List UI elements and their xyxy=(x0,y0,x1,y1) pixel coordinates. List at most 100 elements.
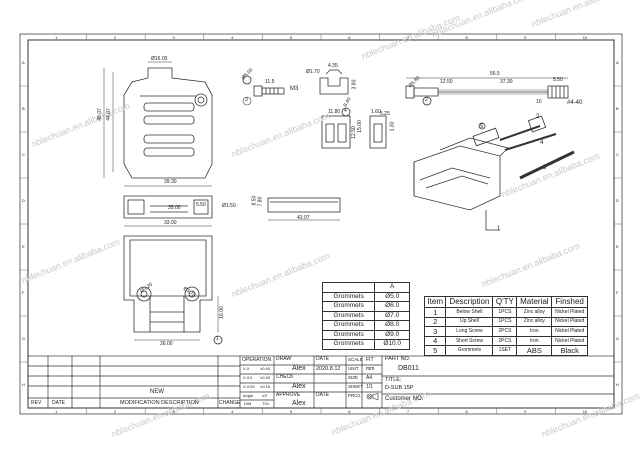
front-view xyxy=(123,235,223,345)
tb-sheet: SHEET xyxy=(348,384,364,389)
grommet-name: Grommets xyxy=(321,310,376,321)
dim-top-w: 39.30 xyxy=(164,179,177,185)
iso-callout: 3 xyxy=(543,165,547,171)
zone-row-label: H xyxy=(616,382,619,387)
grommet-size: Ø7.0 xyxy=(374,310,410,321)
tb-date-value: 2020.8.12 xyxy=(316,366,341,372)
zone-col-label: 9 xyxy=(524,35,527,40)
zone-row-label: A xyxy=(22,60,25,65)
callout-1: 1 xyxy=(216,336,219,342)
bom-mat: Iron xyxy=(516,335,553,347)
dim-top-h1: 48.07 xyxy=(96,108,103,121)
dim-screw2-c: 37.30 xyxy=(500,79,513,85)
zone-col-label: 7 xyxy=(406,35,410,40)
zone-col-label: 3 xyxy=(172,35,175,40)
tb-size: SIZE xyxy=(348,375,359,380)
dim-front-d: 26.00 xyxy=(160,341,173,347)
bom-fin: Black xyxy=(551,345,588,356)
zone-col-label: 9 xyxy=(524,409,527,414)
dim-side-g: 7.80 xyxy=(257,196,264,207)
bom-mat: Zinc alloy xyxy=(516,316,553,328)
zone-col-label: 2 xyxy=(113,35,117,40)
iso-callout: 5 xyxy=(480,124,484,130)
zone-row-label: B xyxy=(22,106,25,111)
grommet-name: Grommets xyxy=(321,320,376,331)
grommet-size: Ø9.0 xyxy=(374,329,410,340)
bom-item: 2 xyxy=(423,316,447,328)
tb-mod: MODIFICATION DESCRIPTION xyxy=(120,400,199,406)
zone-col-label: 3 xyxy=(172,409,175,414)
table-row: 3 Long Screw 2PCS Iron Nickel Plated xyxy=(423,326,588,337)
zone-row-label: D xyxy=(22,198,25,203)
zone-row-label: F xyxy=(22,290,25,295)
tb-unit: UNIT xyxy=(348,366,359,371)
zone-col-label: 4 xyxy=(231,409,234,414)
bom-item: 4 xyxy=(423,335,447,347)
zone-col-label: 8 xyxy=(465,35,468,40)
bom-mat: ABS xyxy=(516,345,553,356)
side-view xyxy=(123,195,341,227)
bom-header-item: Item xyxy=(423,296,447,308)
tb-check-name: Alex xyxy=(292,383,306,390)
bom-desc: Grommets xyxy=(445,345,494,356)
isometric-assembly xyxy=(413,115,575,231)
bom-header-material: Material xyxy=(516,296,553,308)
tb-x2t: ±0.30 xyxy=(260,375,270,380)
zone-row-label: D xyxy=(616,198,619,203)
bom-qty: 1SET xyxy=(492,345,518,356)
dim-screw2-d: 5.50 xyxy=(553,77,563,83)
tb-scale-val: FIT xyxy=(366,357,374,363)
zone-col-label: 5 xyxy=(289,35,292,40)
table-row: 1 Below Shell 1PCS Zinc alloy Nickel Pla… xyxy=(423,307,588,318)
tb-customer: Customer NO. xyxy=(385,396,424,402)
dim-blk1-c: 15.00 xyxy=(356,120,363,133)
tb-part-no-label: PART NO. xyxy=(385,356,411,362)
zone-row-label: E xyxy=(616,244,619,249)
zone-row-label: G xyxy=(616,336,620,341)
tb-size-val: A4 xyxy=(366,375,373,381)
dim-side-b: 33.00 xyxy=(164,220,177,226)
bom-header-description: Description xyxy=(445,296,494,308)
bom-fin: Nickel Plated xyxy=(551,326,588,337)
dim-up-dia: Ø1.70 xyxy=(306,69,320,75)
tb-approve-name: Alex xyxy=(292,400,306,407)
zone-col-label: 1 xyxy=(55,35,58,40)
grommet-size: Ø10.0 xyxy=(374,339,410,350)
grommet-header-blank xyxy=(321,282,376,293)
bom-item: 3 xyxy=(423,326,447,337)
bom-qty: 1PCS xyxy=(492,307,518,318)
dim-top-dia: Ø16.00 xyxy=(151,56,168,62)
iso-callout: 4 xyxy=(540,140,544,146)
dim-blk2-a: 1.60 xyxy=(371,109,381,115)
grommet-name: Grommets xyxy=(321,301,376,312)
dim-top-h2: 44.07 xyxy=(105,108,112,121)
bom-item: 1 xyxy=(423,307,447,318)
grommet-size: Ø5.0 xyxy=(374,291,410,302)
bom-qty: 1PCS xyxy=(492,316,518,328)
bom-desc: Long Screw xyxy=(445,326,494,337)
zone-row-label: C xyxy=(22,152,25,157)
bom-header-finished: Finshed xyxy=(551,296,588,308)
tb-title-label: TITLE: xyxy=(385,377,402,383)
dim-screw3-len: 11.5 xyxy=(265,79,275,85)
callout-2: 2 xyxy=(425,97,428,103)
bom-mat: Zinc alloy xyxy=(516,307,553,318)
tb-date-label: DATE xyxy=(316,356,329,362)
grommet-name: Grommets xyxy=(321,339,376,350)
tb-draw-name: Alex xyxy=(292,365,306,372)
tb-date-label-2: DATE xyxy=(316,392,329,398)
tb-approve: APPROVE xyxy=(276,392,301,398)
zone-col-label: 4 xyxy=(231,35,234,40)
bom-desc: Up Shell xyxy=(445,316,494,328)
short-screw-drawing xyxy=(242,75,285,106)
tb-x1t: ±0.40 xyxy=(260,366,270,371)
dim-screw2-thread: #4-40 xyxy=(567,100,583,106)
bom-desc: Below Shell xyxy=(445,307,494,318)
dim-side-f: 43.07 xyxy=(297,215,310,221)
tb-x3: X.XXX xyxy=(243,384,255,389)
